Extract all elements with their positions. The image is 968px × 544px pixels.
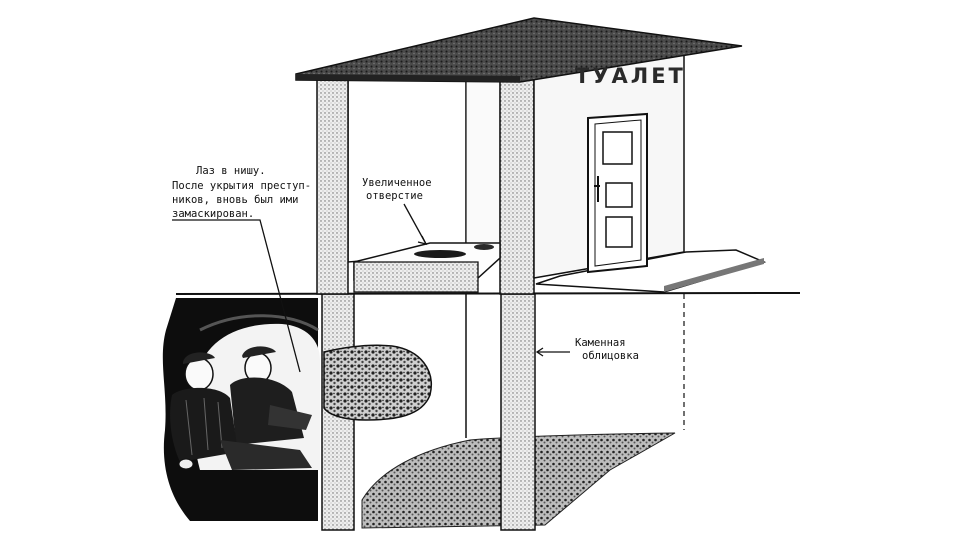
leader-lines [172, 203, 570, 373]
door-handle-icon [594, 176, 600, 202]
ground-line [175, 292, 801, 295]
manhole-label-line2: После укрытия преступ- [172, 180, 312, 192]
hiding-men [170, 346, 312, 470]
enlarged-hole-label-line2: отверстие [366, 190, 423, 202]
stone-facing-label-line2: облицовка [582, 350, 639, 362]
toilet-building [295, 17, 767, 295]
door-icon [587, 112, 648, 274]
manhole-label-line4: замаскирован. [172, 208, 255, 220]
rubble-plug [323, 344, 432, 421]
manhole-label-line3: ников, вновь был ими [172, 194, 299, 206]
enlarged-hole-label-line1: Увеличенное [362, 177, 432, 189]
toilet-sign: ТУАЛЕТ [575, 64, 686, 88]
stone-facing-label-line1: Каменная [575, 337, 626, 349]
manhole-label-line1: Лаз в нишу. [196, 165, 266, 177]
